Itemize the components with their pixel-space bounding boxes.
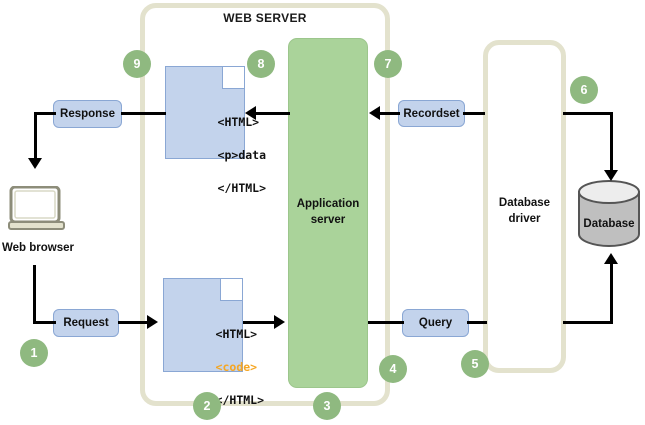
connector-response-to-browser-horizontal — [34, 112, 56, 115]
arrow-right-into-appserver — [274, 315, 285, 329]
step-circle-7[interactable]: 7 — [374, 50, 402, 78]
response-html-document[interactable]: <HTML> <p>data </HTML> — [165, 66, 266, 195]
request-code-line-2: <code> — [215, 360, 258, 375]
query-node[interactable]: Query — [402, 309, 469, 337]
connector-response-to-browser-vertical — [34, 112, 37, 160]
arrow-down-into-database — [604, 170, 618, 181]
database-cylinder-icon[interactable]: Database — [576, 178, 642, 250]
arrow-left-into-response-doc — [245, 106, 256, 120]
connector-driver-to-database-vertical — [610, 262, 613, 324]
request-document-code: <HTML> <code> </HTML> — [174, 309, 264, 425]
request-html-document[interactable]: <HTML> <code> </HTML> — [163, 278, 264, 407]
request-node[interactable]: Request — [53, 309, 119, 337]
step-circle-6[interactable]: 6 — [570, 76, 598, 104]
recordset-node[interactable]: Recordset — [398, 100, 465, 127]
connector-driver-to-database-horizontal — [563, 321, 613, 324]
request-code-line-1: <HTML> — [215, 326, 258, 341]
connector-browser-to-request-vertical — [33, 265, 36, 323]
connector-recordset-to-appserver — [380, 112, 400, 115]
step-circle-8[interactable]: 8 — [247, 50, 275, 78]
step-circle-5[interactable]: 5 — [461, 350, 489, 378]
connector-database-to-driver-horizontal — [563, 112, 613, 115]
document-fold-corner — [222, 67, 244, 89]
database-driver-container — [483, 40, 566, 373]
response-code-line-2: <p>data — [217, 148, 267, 163]
response-node[interactable]: Response — [53, 100, 122, 128]
laptop-icon-svg — [8, 185, 65, 230]
database-label: Database — [583, 218, 635, 230]
connector-query-to-driver — [467, 321, 487, 324]
connector-appserver-to-response-doc — [256, 112, 290, 115]
connector-database-to-driver-vertical — [610, 112, 613, 174]
arrow-left-into-appserver — [369, 106, 380, 120]
connector-driver-to-recordset — [463, 112, 485, 115]
connector-appserver-to-query — [368, 321, 404, 324]
arrow-right-into-request-doc — [147, 315, 158, 329]
database-cylinder-svg — [578, 180, 640, 248]
web-browser-label: Web browser — [2, 242, 74, 254]
application-server-label: Application server — [296, 198, 360, 226]
step-circle-4[interactable]: 4 — [379, 355, 407, 383]
connector-browser-to-request-horizontal — [33, 321, 56, 324]
database-driver-label: Database driver — [498, 197, 551, 225]
laptop-icon — [8, 185, 68, 234]
connector-request-to-request-doc — [118, 321, 148, 324]
step-circle-2[interactable]: 2 — [193, 392, 221, 420]
request-code-line-3: </HTML> — [215, 393, 265, 408]
web-server-container — [140, 3, 390, 406]
arrow-down-into-browser — [28, 158, 42, 169]
response-code-line-3: </HTML> — [217, 181, 267, 196]
web-server-title: WEB SERVER — [223, 11, 307, 25]
document-fold-corner — [220, 279, 242, 301]
connector-request-doc-to-appserver — [243, 321, 275, 324]
application-server-node[interactable]: Application server — [288, 38, 368, 388]
step-circle-9[interactable]: 9 — [123, 50, 151, 78]
arrow-up-into-database — [604, 253, 618, 264]
step-circle-3[interactable]: 3 — [313, 392, 341, 420]
connector-response-doc-to-response-pill — [121, 112, 166, 115]
step-circle-1[interactable]: 1 — [20, 339, 48, 367]
